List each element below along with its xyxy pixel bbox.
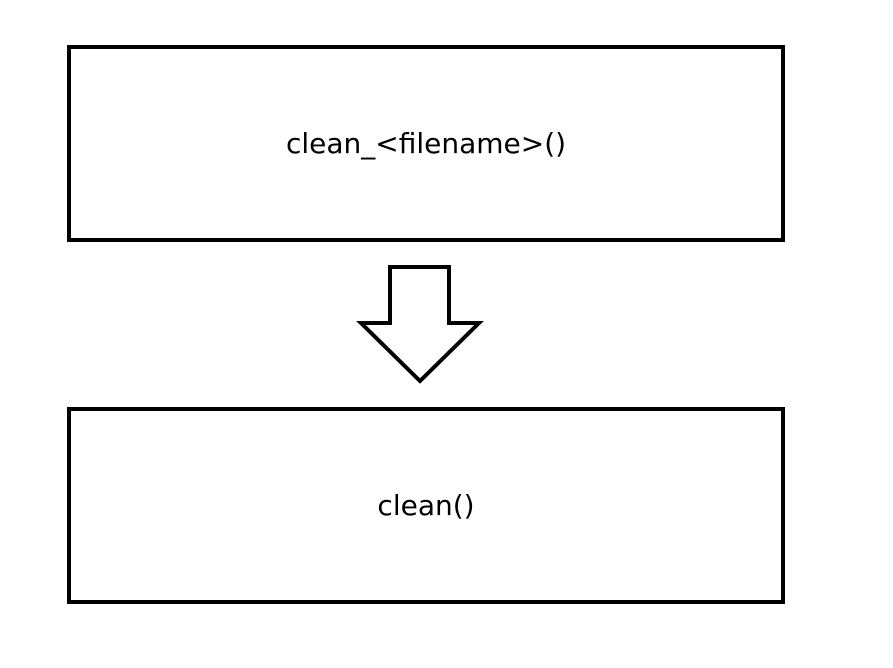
source-function-label: clean_<filename>() xyxy=(285,127,567,160)
source-function-box: clean_<filename>() xyxy=(67,45,785,242)
target-function-label: clean() xyxy=(377,489,475,522)
target-function-box: clean() xyxy=(67,407,785,604)
